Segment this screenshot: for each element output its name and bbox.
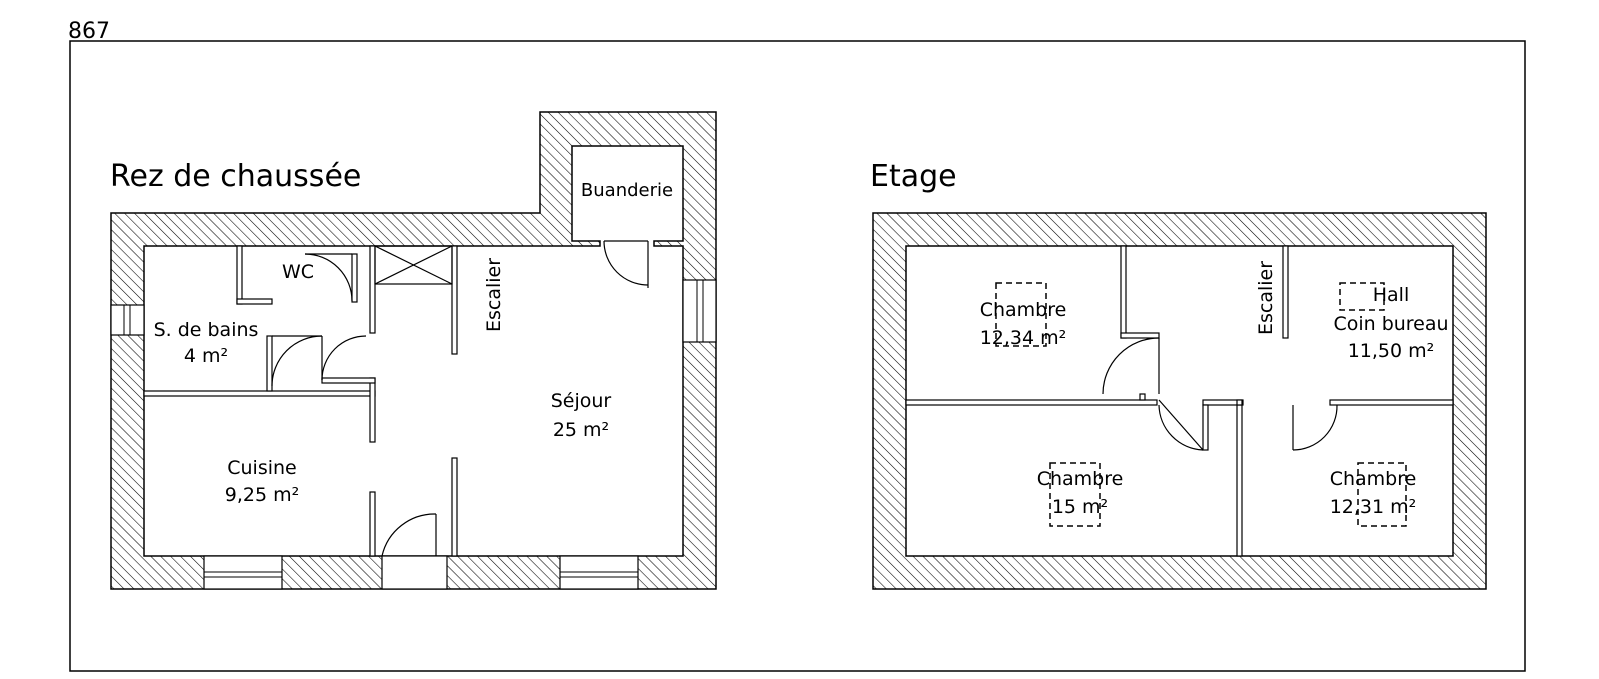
entrance-opening (381, 555, 448, 590)
ground-floor-partitions (143, 245, 458, 557)
room-name-hall: Hall (1373, 284, 1410, 306)
room-area-sejour: 25 m² (553, 419, 609, 441)
upper-floor-title: Etage (870, 159, 957, 194)
ground-floor-outer-wall (110, 111, 717, 590)
room-name-cuisine: Cuisine (227, 457, 297, 479)
room-area-chambre-3: 12,31 m² (1330, 496, 1417, 518)
room-name-buanderie: Buanderie (581, 180, 673, 201)
room-name-chambre-2: Chambre (1037, 468, 1124, 490)
room-name-chambre-3: Chambre (1330, 468, 1417, 490)
ground-floor-title: Rez de chaussée (110, 159, 361, 194)
room-name-escalier-etage: Escalier (1255, 261, 1277, 335)
stair-void-ground (374, 245, 453, 285)
room-name-sejour: Séjour (551, 390, 612, 412)
room-name-salle-de-bains: S. de bains (154, 319, 259, 341)
room-name-wc: WC (282, 261, 314, 283)
upper-floor-outer-wall (872, 212, 1487, 590)
upper-floor-doors (1102, 337, 1338, 451)
room-name-coin-bureau: Coin bureau (1333, 313, 1448, 335)
upper-floor-plan: Etage (870, 159, 1487, 590)
room-area-coin-bureau: 11,50 m² (1348, 340, 1435, 362)
room-area-chambre-1: 12,34 m² (980, 327, 1067, 349)
upper-floor-partitions (905, 245, 1454, 557)
drawing-frame (69, 40, 1526, 672)
ground-floor-plan: Rez de chaussée (110, 111, 717, 590)
ground-floor-windows (110, 279, 717, 590)
bed-markers (995, 282, 1407, 527)
ground-floor-doors (271, 240, 649, 557)
room-area-chambre-2: 15 m² (1052, 496, 1108, 518)
room-area-cuisine: 9,25 m² (225, 484, 299, 506)
room-name-escalier: Escalier (483, 258, 505, 332)
room-name-chambre-1: Chambre (980, 299, 1067, 321)
room-area-salle-de-bains: 4 m² (184, 345, 228, 367)
sheet-number: 867 (68, 19, 110, 44)
